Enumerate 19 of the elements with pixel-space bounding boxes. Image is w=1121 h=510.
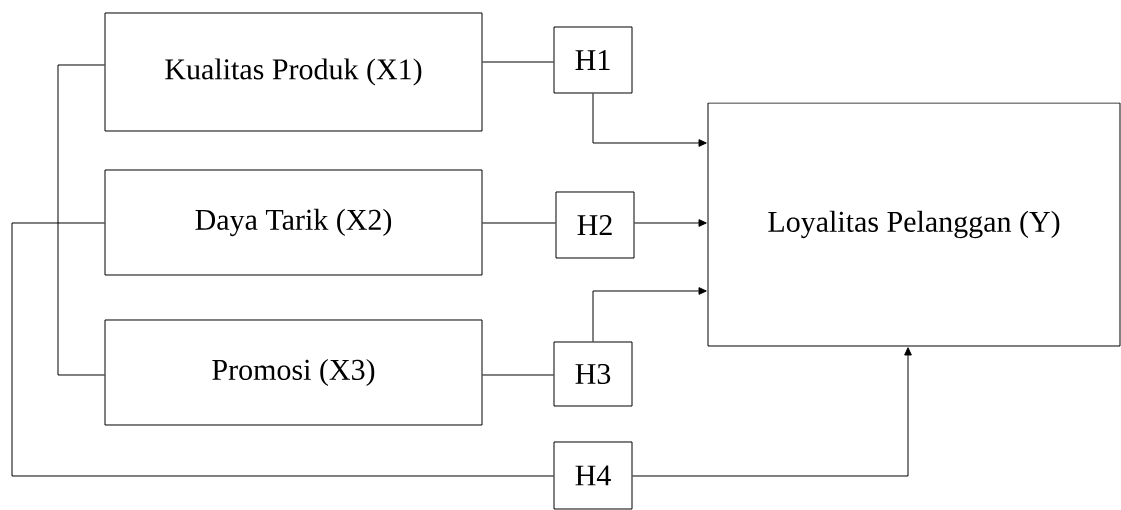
connector-line xyxy=(482,374,554,376)
variable-box: Promosi (X3) xyxy=(104,319,483,426)
variable-box: Kualitas Produk (X1) xyxy=(104,12,483,132)
arrow xyxy=(634,219,707,227)
arrow xyxy=(592,287,707,342)
outcome-box: Loyalitas Pelanggan (Y) xyxy=(707,102,1121,347)
hypothesis-box: H3 xyxy=(553,341,633,407)
connector-line xyxy=(57,64,105,224)
connector-line xyxy=(57,222,105,376)
hypothesis-box: H2 xyxy=(555,191,635,259)
connector-line xyxy=(482,61,554,63)
connector-line xyxy=(482,222,556,224)
arrow xyxy=(592,93,707,147)
arrow xyxy=(632,347,912,477)
connector-line xyxy=(57,222,105,224)
variable-box: Daya Tarik (X2) xyxy=(104,169,483,276)
hypothesis-box: H4 xyxy=(553,441,633,510)
connector-line xyxy=(11,222,554,477)
hypothesis-box: H1 xyxy=(553,26,633,94)
